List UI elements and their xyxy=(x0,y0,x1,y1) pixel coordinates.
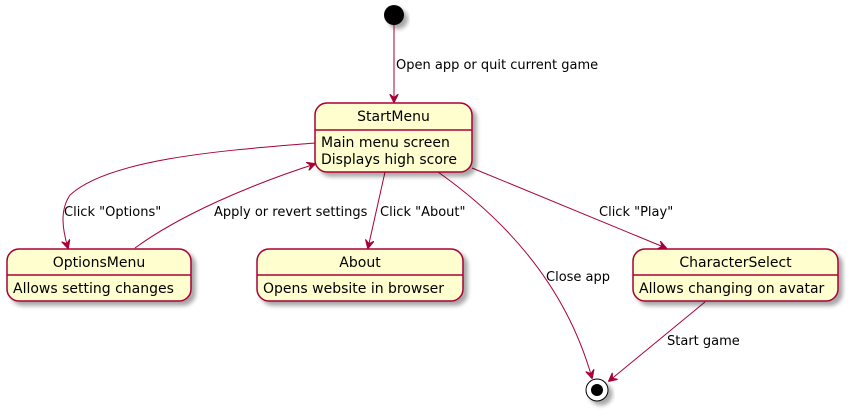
state-description: Displays high score xyxy=(321,152,457,168)
transition-label: Click "Play" xyxy=(599,205,673,220)
transition-label: Open app or quit current game xyxy=(396,58,598,73)
state-character-select: CharacterSelect Allows changing on avata… xyxy=(632,248,839,302)
state-title: StartMenu xyxy=(357,109,430,125)
transition-label: Apply or revert settings xyxy=(214,205,368,220)
state-description: Allows setting changes xyxy=(13,281,174,297)
state-options-menu: OptionsMenu Allows setting changes xyxy=(6,248,192,302)
state-title: About xyxy=(339,255,381,271)
transition-label: Start game xyxy=(667,334,740,349)
final-node xyxy=(585,378,609,402)
state-title: CharacterSelect xyxy=(679,255,792,271)
edge-line xyxy=(437,171,592,378)
state-about: About Opens website in browser xyxy=(256,248,464,302)
transition-start-to-end: Close app xyxy=(437,171,610,378)
transition-label: Click "About" xyxy=(380,205,466,220)
state-description: Main menu screen xyxy=(321,135,450,151)
state-description: Opens website in browser xyxy=(263,281,444,297)
transition-label: Click "Options" xyxy=(64,205,161,220)
state-title: OptionsMenu xyxy=(53,255,145,271)
transition-character-to-end: Start game xyxy=(609,301,740,381)
edge-line xyxy=(471,167,666,248)
edge-line xyxy=(609,301,706,381)
transition-start-to-character: Click "Play" xyxy=(471,167,673,248)
transition-start-to-about: Click "About" xyxy=(368,171,466,248)
transition-start-to-options: Click "Options" xyxy=(63,142,316,248)
state-start-menu: StartMenu Main menu screen Displays high… xyxy=(314,102,473,173)
edge-line xyxy=(63,142,316,248)
transition-label: Close app xyxy=(546,270,610,285)
transition-options-to-start: Apply or revert settings xyxy=(134,164,368,249)
initial-node xyxy=(384,5,404,25)
state-description: Allows changing on avatar xyxy=(639,281,825,297)
edge-line xyxy=(134,164,315,249)
transition-init-to-start: Open app or quit current game xyxy=(394,25,598,102)
edge-line xyxy=(368,171,386,248)
state-box xyxy=(314,102,473,173)
